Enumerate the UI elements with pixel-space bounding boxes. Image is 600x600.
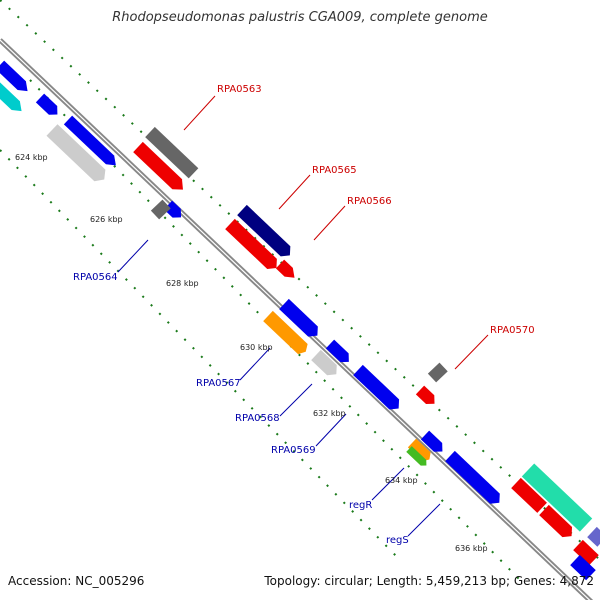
- gene-label-rpa0566[interactable]: RPA0566: [347, 196, 392, 207]
- map-title: Rhodopseudomonas palustris CGA009, compl…: [112, 10, 488, 25]
- gene-arrow: [163, 200, 182, 218]
- gene-arrow: [573, 539, 599, 566]
- gene-arrow: [35, 93, 58, 115]
- kbp-label: 636 kbp: [455, 544, 488, 553]
- kbp-label: 634 kbp: [385, 476, 418, 485]
- gene-arrow: [46, 124, 106, 182]
- gene-arrow: [587, 526, 600, 547]
- gene-arrow: [445, 450, 500, 504]
- gene-arrow: [521, 463, 593, 532]
- gene-arrow: [415, 385, 435, 404]
- gene-arrow: [0, 80, 22, 112]
- tick-lines: [0, 0, 600, 581]
- gene-label-rpa0565[interactable]: RPA0565: [312, 165, 357, 176]
- gene-arrow: [353, 364, 400, 410]
- kbp-label: 626 kbp: [90, 215, 123, 224]
- gene-label-regs[interactable]: regS: [386, 535, 409, 546]
- gene-arrow: [225, 218, 277, 270]
- gene-label-rpa0568[interactable]: RPA0568: [235, 413, 280, 424]
- gene-arrow: [0, 60, 28, 92]
- label-leaders: [117, 95, 489, 537]
- gene-features: [0, 60, 600, 581]
- kbp-label: 630 kbp: [240, 343, 273, 352]
- gene-arrow: [427, 362, 448, 383]
- gene-arrow: [511, 477, 547, 513]
- gene-label-rpa0564[interactable]: RPA0564: [73, 272, 118, 283]
- gene-label-regr[interactable]: regR: [349, 500, 372, 511]
- gene-arrow: [420, 430, 443, 452]
- kbp-label: 632 kbp: [313, 409, 346, 418]
- gene-label-rpa0563[interactable]: RPA0563: [217, 84, 262, 95]
- gene-arrow: [263, 310, 308, 355]
- gene-arrow: [133, 141, 183, 190]
- accession-text: Accession: NC_005296: [8, 574, 145, 588]
- gene-arrow: [570, 554, 596, 581]
- gene-labels: RPA0563 RPA0565 RPA0566 RPA0570 RPA0564 …: [73, 84, 535, 546]
- gene-arrow: [407, 438, 431, 462]
- kbp-label: 628 kbp: [166, 279, 199, 288]
- gene-arrow: [539, 504, 573, 538]
- gene-arrow: [275, 259, 295, 278]
- kbp-labels: 624 kbp 626 kbp 628 kbp 630 kbp 632 kbp …: [15, 153, 488, 553]
- gene-arrow: [145, 126, 199, 179]
- gene-arrow: [150, 199, 171, 220]
- gene-arrow: [279, 298, 318, 337]
- gene-label-rpa0569[interactable]: RPA0569: [271, 445, 316, 456]
- gene-arrow: [325, 339, 349, 363]
- kbp-label: 624 kbp: [15, 153, 48, 162]
- gene-label-rpa0567[interactable]: RPA0567: [196, 378, 241, 389]
- gene-arrow: [63, 115, 116, 166]
- genome-summary-text: Topology: circular; Length: 5,459,213 bp…: [264, 574, 594, 588]
- gene-arrow: [311, 349, 337, 376]
- gene-arrow: [406, 446, 427, 466]
- gene-arrow: [237, 204, 291, 257]
- gene-label-rpa0570[interactable]: RPA0570: [490, 325, 535, 336]
